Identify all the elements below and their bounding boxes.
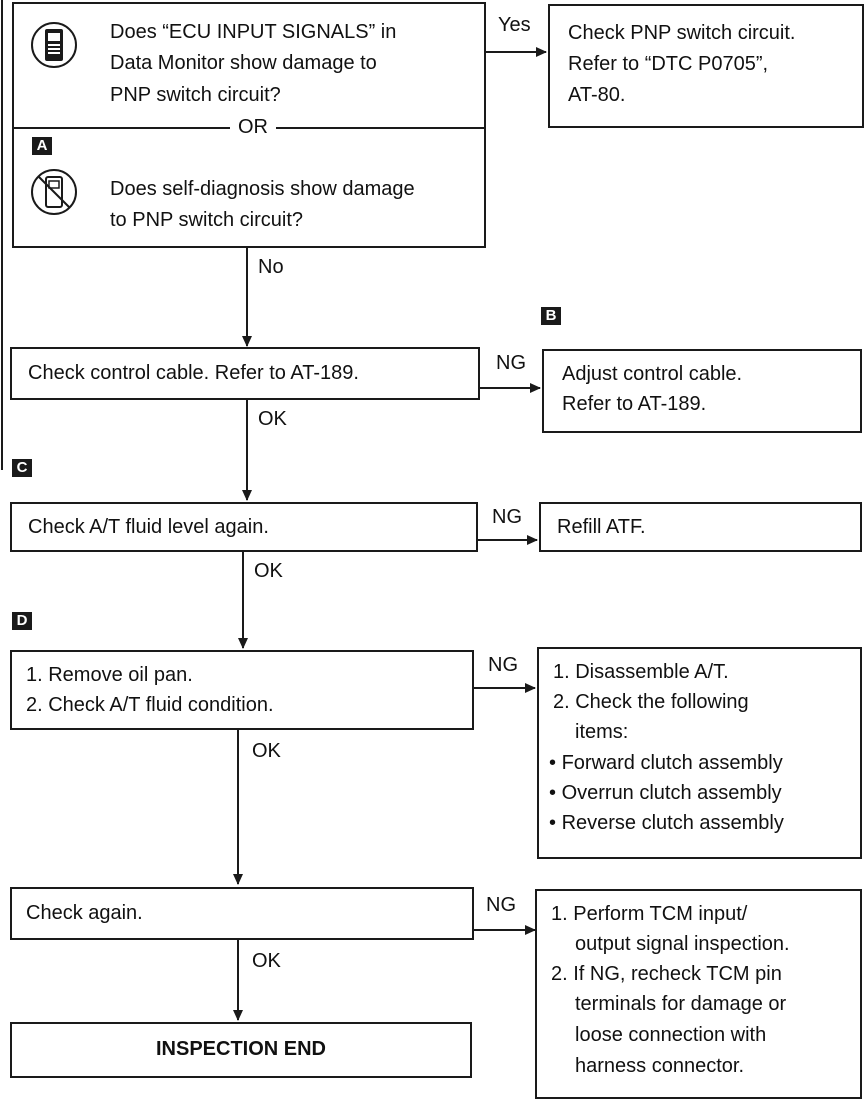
- or-label: OR: [230, 116, 276, 138]
- question-b-line1: Does self-diagnosis show damage: [110, 178, 415, 200]
- step2-ng-label: NG: [494, 352, 528, 374]
- step3-ok-label: OK: [252, 560, 285, 582]
- step2-ok-label: OK: [256, 408, 289, 430]
- step4-ng-label: NG: [486, 654, 520, 676]
- tag-d: D: [12, 612, 32, 630]
- bullet-item: • Forward clutch assembly: [549, 752, 783, 774]
- step4-line1: 1. Remove oil pan.: [26, 664, 193, 686]
- question-b-line2: to PNP switch circuit?: [110, 209, 304, 231]
- bullet-text: Reverse clutch assembly: [561, 812, 784, 834]
- step4-ng-result-line1: 1. Disassemble A/T.: [553, 661, 729, 683]
- yes-result-line2: Refer to “DTC P0705”,: [568, 53, 769, 75]
- inspection-end-box: INSPECTION END: [10, 1022, 472, 1078]
- consult-tool-icon: [31, 22, 77, 68]
- step2-ng-result-box: Adjust control cable. Refer to AT-189.: [542, 349, 862, 433]
- step5-ng-label: NG: [484, 894, 518, 916]
- tag-b: B: [541, 307, 561, 325]
- yes-result-line3: AT-80.: [568, 84, 626, 106]
- no-label: No: [256, 256, 286, 278]
- step5-box: Check again.: [10, 887, 474, 940]
- question-a-line3: PNP switch circuit?: [110, 84, 281, 106]
- question-a-line2: Data Monitor show damage to: [110, 52, 377, 74]
- step5-ng-result-line2: output signal inspection.: [575, 933, 790, 955]
- bullet-text: Overrun clutch assembly: [561, 782, 782, 804]
- step5-ok-label: OK: [250, 950, 283, 972]
- bullet-text: Forward clutch assembly: [561, 752, 783, 774]
- bullet-item: • Overrun clutch assembly: [549, 782, 782, 804]
- step5-text: Check again.: [26, 902, 143, 924]
- tag-a: A: [32, 137, 52, 155]
- inspection-end-text: INSPECTION END: [155, 1038, 327, 1060]
- step3-ng-label: NG: [490, 506, 524, 528]
- step3-ng-result-box: Refill ATF.: [539, 502, 862, 552]
- question-a-line1: Does “ECU INPUT SIGNALS” in: [110, 21, 397, 43]
- step4-line2: 2. Check A/T fluid condition.: [26, 694, 274, 716]
- step1-question-box: Does “ECU INPUT SIGNALS” in Data Monitor…: [12, 2, 486, 248]
- step5-ng-result-line4: terminals for damage or: [575, 993, 787, 1015]
- step5-ng-result-box: 1. Perform TCM input/ output signal insp…: [535, 889, 862, 1099]
- step2-ng-result-line1: Adjust control cable.: [562, 363, 743, 385]
- step2-text: Check control cable. Refer to AT-189.: [28, 362, 359, 384]
- step4-ng-result-box: 1. Disassemble A/T. 2. Check the followi…: [537, 647, 862, 859]
- step5-ng-result-line6: harness connector.: [575, 1055, 744, 1077]
- step5-ng-result-line5: loose connection with: [575, 1024, 767, 1046]
- step3-text: Check A/T fluid level again.: [28, 516, 269, 538]
- step3-ng-result: Refill ATF.: [557, 516, 646, 538]
- step4-ok-label: OK: [250, 740, 283, 762]
- step4-ng-result-line2: 2. Check the following: [553, 691, 749, 713]
- step4-box: 1. Remove oil pan. 2. Check A/T fluid co…: [10, 650, 474, 730]
- step5-ng-result-line1: 1. Perform TCM input/: [551, 903, 748, 925]
- step2-box: Check control cable. Refer to AT-189.: [10, 347, 480, 400]
- bullet-item: • Reverse clutch assembly: [549, 812, 784, 834]
- tag-c: C: [12, 459, 32, 477]
- yes-result-box: Check PNP switch circuit. Refer to “DTC …: [548, 4, 864, 128]
- yes-label: Yes: [496, 14, 533, 36]
- yes-result-line1: Check PNP switch circuit.: [568, 22, 796, 44]
- step5-ng-result-line3: 2. If NG, recheck TCM pin: [551, 963, 782, 985]
- step4-ng-result-line3: items:: [575, 721, 629, 743]
- step2-ng-result-line2: Refer to AT-189.: [562, 393, 707, 415]
- step3-box: Check A/T fluid level again.: [10, 502, 478, 552]
- no-tool-icon: [31, 169, 77, 215]
